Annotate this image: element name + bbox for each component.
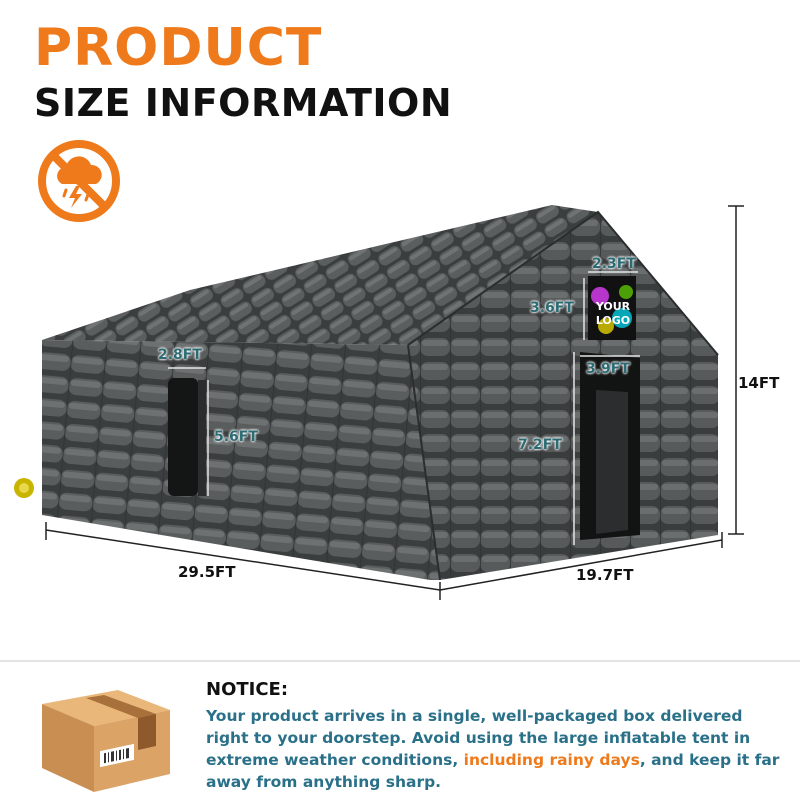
- shipping-box-icon: [42, 690, 170, 792]
- page-title: PRODUCT: [34, 18, 323, 78]
- height-label: 14FT: [738, 374, 780, 392]
- window-width-label: 2.8FT: [158, 347, 202, 363]
- door-width-label: 3.9FT: [586, 361, 630, 377]
- door-height-label: 7.2FT: [518, 437, 562, 453]
- notice-text-highlight: including rainy days: [463, 751, 640, 769]
- notice-title: NOTICE:: [206, 679, 289, 700]
- inflatable-tent-illustration: [14, 205, 744, 600]
- notice-text: Your product arrives in a single, well-p…: [206, 705, 786, 793]
- divider: [0, 660, 800, 662]
- logo-banner-text: YOUR LOGO: [595, 300, 631, 327]
- no-storm-icon: [38, 140, 120, 222]
- logo-height-label: 3.6FT: [530, 300, 574, 316]
- logo-width-label: 2.3FT: [592, 256, 636, 272]
- width-label: 19.7FT: [576, 566, 634, 584]
- page-subtitle: SIZE INFORMATION: [34, 81, 453, 125]
- notice-text-part1: Your product arrives in a single, well-p…: [206, 707, 751, 769]
- window-height-label: 5.6FT: [214, 429, 258, 445]
- length-label: 29.5FT: [178, 563, 236, 581]
- notice-text-part2: , and keep it far away from anything sha…: [206, 751, 780, 791]
